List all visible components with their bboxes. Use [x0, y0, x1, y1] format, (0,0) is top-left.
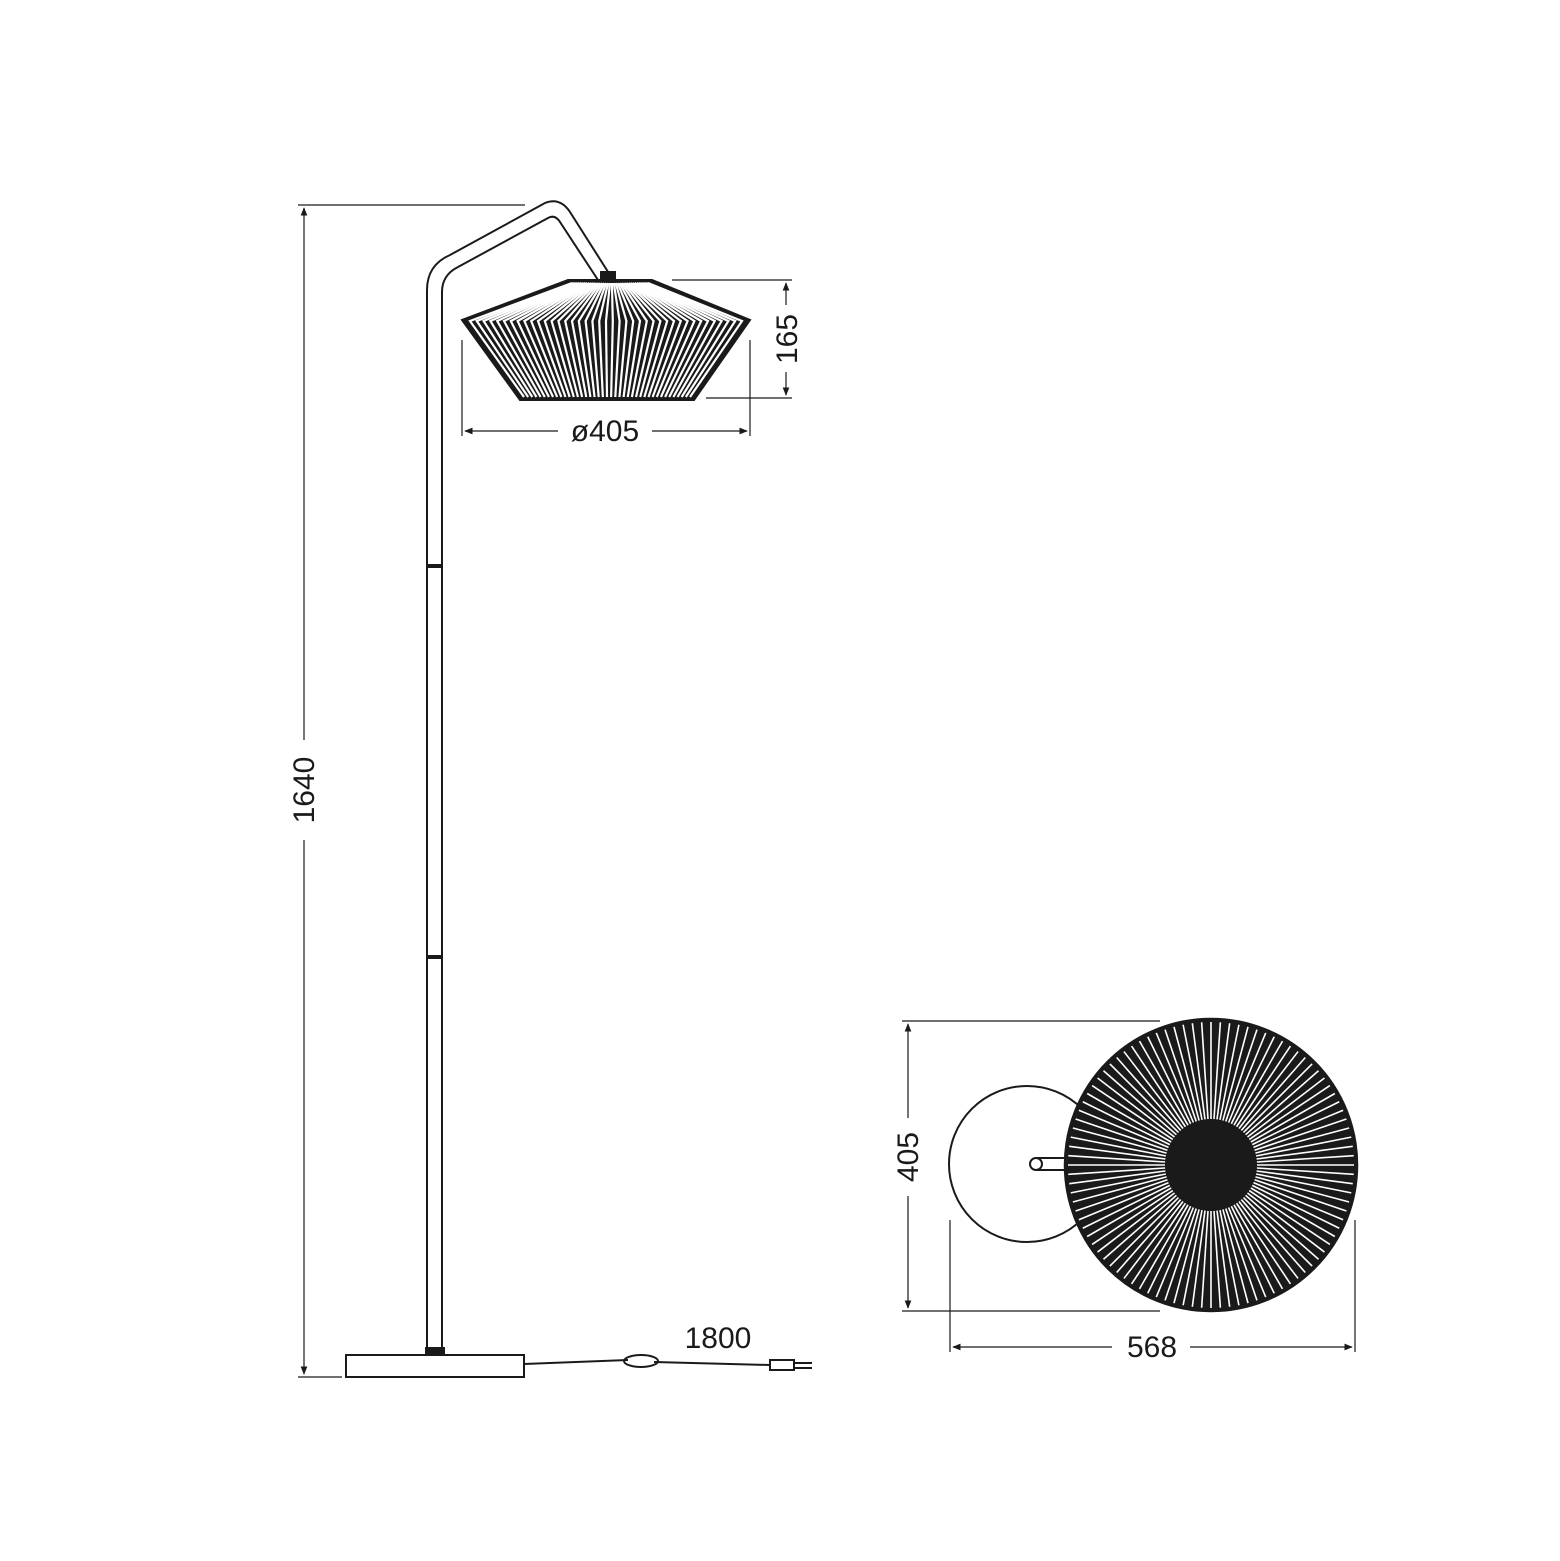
shade-height-label: 165 — [771, 314, 804, 364]
inline-switch — [623, 1354, 659, 1368]
shade-diameter-dimension: ø405 — [461, 340, 751, 448]
total-height-label: 1640 — [288, 757, 321, 824]
top-view-width-dimension: 568 — [949, 1220, 1356, 1364]
shade-diameter-label: ø405 — [571, 415, 639, 448]
top-view-width-label: 568 — [1127, 1331, 1177, 1364]
height-dimension: 1640 — [288, 204, 525, 1378]
lamp-shade — [460, 271, 752, 401]
cable-length-label: 1800 — [685, 1322, 752, 1355]
lamp-pole — [425, 200, 611, 1355]
lamp-base — [345, 1354, 525, 1378]
top-view-depth-label: 405 — [892, 1132, 925, 1182]
power-cable — [523, 1354, 812, 1371]
top-view-depth-dimension: 405 — [892, 1020, 1160, 1312]
top-view: 405 568 — [892, 1017, 1359, 1364]
side-view: 1640 165 ø405 1800 — [288, 200, 812, 1378]
shade-height-dimension: 165 — [672, 279, 804, 399]
top-view-shade — [1063, 1017, 1359, 1313]
plug — [769, 1359, 795, 1371]
